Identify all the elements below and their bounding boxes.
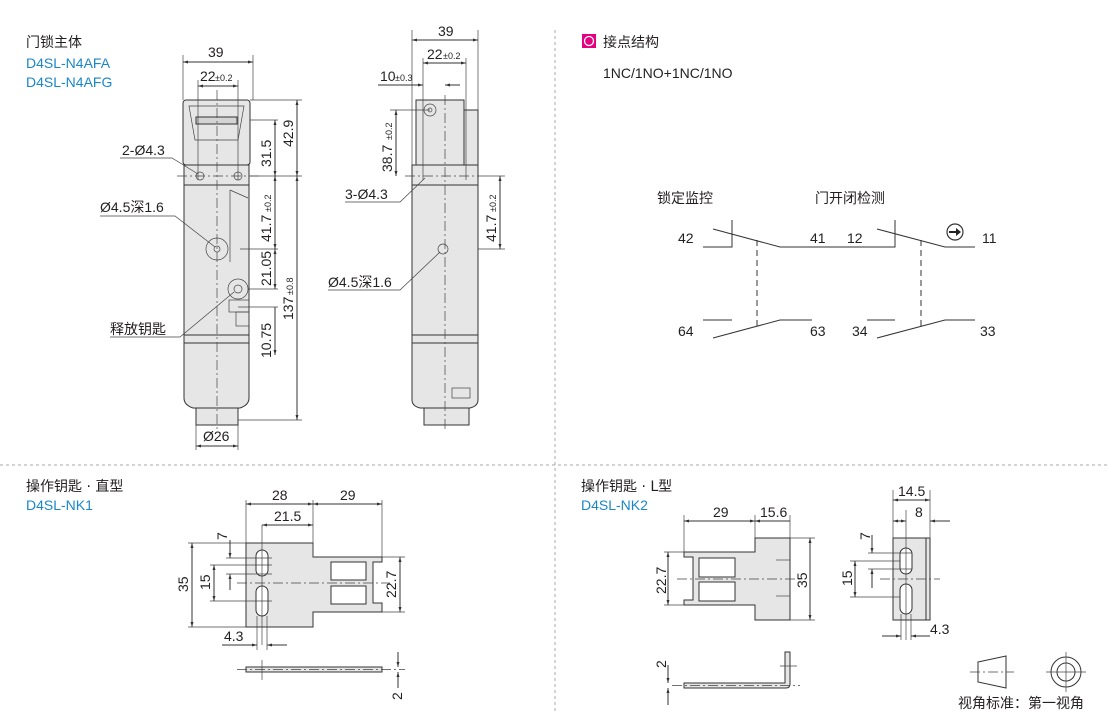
key-straight-section: 操作钥匙 · 直型 D4SL-NK1 28 29 21.5 35 15 7 22…: [26, 478, 405, 700]
terminal-64: 64: [678, 323, 694, 339]
contact-structure-section: 接点结构 1NC/1NO+1NC/1NO 锁定监控 门开闭检测 42 41 12…: [582, 34, 997, 339]
section-title: 接点结构: [603, 34, 659, 51]
section-title: 操作钥匙 · L型: [581, 479, 672, 495]
terminal-11: 11: [982, 230, 997, 246]
label-recess: Ø4.5深1.6: [328, 274, 392, 290]
dim-29: 29: [713, 504, 729, 520]
contact-config: 1NC/1NO+1NC/1NO: [603, 65, 733, 81]
terminal-33: 33: [980, 323, 996, 339]
dim-pitch: 22: [200, 68, 216, 84]
dim-tolerance: ±0.3: [395, 73, 412, 83]
dim-width: 39: [438, 23, 454, 39]
contact-diagram: 42 41 12 11 64 63 34 33: [678, 220, 997, 339]
dim-tolerance: ±0.2: [488, 195, 498, 212]
dim-tolerance: ±0.2: [263, 195, 273, 212]
dim-thickness: 2: [653, 660, 669, 668]
terminal-41: 41: [810, 230, 826, 246]
dim-offset: 10: [380, 68, 396, 84]
dim-22-7: 22.7: [653, 567, 669, 594]
dim-tolerance: ±0.2: [443, 51, 460, 61]
dim-38-7: 38.7: [379, 145, 395, 172]
dim-14-5: 14.5: [898, 483, 925, 499]
model-number: D4SL-NK2: [581, 497, 648, 513]
dim-22-7: 22.7: [383, 571, 399, 598]
dim-15: 15: [839, 570, 855, 586]
dim-28: 28: [272, 487, 288, 503]
dim-4-3: 4.3: [224, 628, 244, 644]
dim-8: 8: [915, 504, 923, 520]
model-number: D4SL-NK1: [26, 497, 93, 513]
dim-tolerance: ±0.8: [285, 278, 295, 295]
section-title: 门锁主体: [26, 35, 82, 51]
dim-137: 137: [280, 296, 296, 320]
dim-tolerance: ±0.2: [384, 123, 394, 140]
dim-7: 7: [214, 532, 230, 540]
terminal-42: 42: [678, 230, 694, 246]
model-number: D4SL-N4AFG: [26, 74, 112, 90]
dim-42-9: 42.9: [280, 120, 296, 147]
dim-width: 39: [208, 44, 224, 60]
dim-4-3: 4.3: [930, 621, 950, 637]
dim-41-7: 41.7: [483, 215, 499, 242]
dim-21-05: 21.05: [258, 251, 274, 286]
projection-label: 视角标准：第一视角: [958, 695, 1084, 712]
section-title: 操作钥匙 · 直型: [26, 478, 123, 495]
dim-31-5: 31.5: [258, 140, 274, 167]
model-number: D4SL-N4AFA: [26, 55, 111, 71]
dim-35: 35: [175, 576, 191, 592]
dim-7: 7: [857, 532, 873, 540]
key-l-section: 操作钥匙 · L型 D4SL-NK2 29 15.6 22.7 35 14.5 …: [581, 479, 950, 705]
terminal-63: 63: [810, 323, 826, 339]
lock-side-view: 39 22 ±0.2 10 ±0.3 38.7 ±0.2 41.7 ±0.2 3…: [328, 23, 505, 432]
dim-35: 35: [794, 572, 810, 588]
terminal-12: 12: [847, 230, 863, 246]
dim-29: 29: [340, 487, 356, 503]
lock-body-section: 门锁主体 D4SL-N4AFA D4SL-N4AFG: [26, 35, 112, 90]
dim-15-6: 15.6: [760, 504, 787, 520]
group-label-lock-monitor: 锁定监控: [657, 191, 713, 207]
dim-15: 15: [197, 574, 213, 590]
terminal-34: 34: [852, 323, 868, 339]
dim-tolerance: ±0.2: [215, 73, 232, 83]
label-release-key: 释放钥匙: [110, 322, 166, 338]
dim-pitch: 22: [427, 46, 443, 62]
label-recess: Ø4.5深1.6: [100, 199, 164, 215]
label-mount-holes: 3-Ø4.3: [345, 186, 388, 202]
positive-opening-icon: [946, 223, 964, 241]
dim-21-5: 21.5: [274, 508, 301, 524]
dim-41-7: 41.7: [258, 215, 274, 242]
first-angle-projection-icon: [970, 652, 1086, 692]
label-mount-holes: 2-Ø4.3: [122, 142, 165, 158]
dim-thickness: 2: [389, 692, 405, 700]
group-label-door-detect: 门开闭检测: [815, 191, 885, 207]
dim-diameter: Ø26: [203, 428, 230, 444]
lock-front-view: 39 22 ±0.2 31.5 42.9 41.7 ±0.2 21.05 10.…: [100, 44, 302, 450]
dim-10-75: 10.75: [258, 323, 274, 358]
